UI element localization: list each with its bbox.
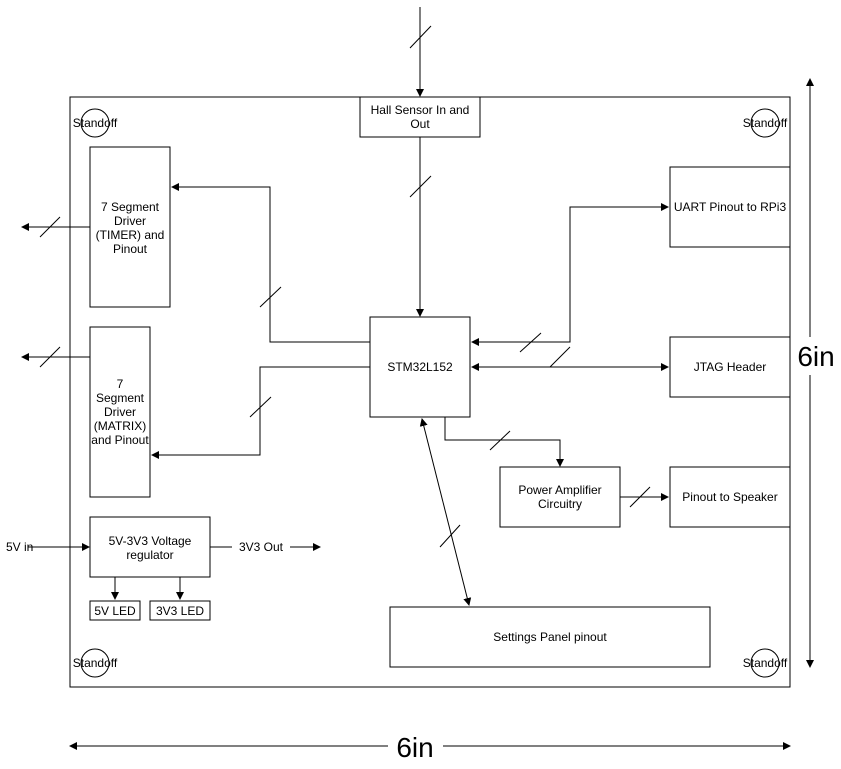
svg-text:Standoff: Standoff — [743, 116, 788, 130]
svg-text:Driver: Driver — [114, 214, 146, 228]
seven-segment-timer-block: 7 Segment Driver (TIMER) and Pinout — [89, 146, 171, 308]
power-in-label: 5V in — [6, 540, 33, 554]
svg-text:3V3 LED: 3V3 LED — [156, 604, 204, 618]
svg-text:Driver: Driver — [104, 405, 136, 419]
svg-text:and Pinout: and Pinout — [91, 433, 149, 447]
speaker-block: Pinout to Speaker — [669, 466, 791, 528]
svg-text:regulator: regulator — [126, 548, 173, 562]
svg-text:5V LED: 5V LED — [94, 604, 136, 618]
height-label: 6in — [797, 341, 834, 372]
svg-text:5V-3V3 Voltage: 5V-3V3 Voltage — [109, 534, 192, 548]
svg-text:7 Segment: 7 Segment — [101, 200, 160, 214]
svg-text:Hall Sensor In and: Hall Sensor In and — [371, 103, 470, 117]
svg-text:Standoff: Standoff — [73, 656, 118, 670]
svg-text:Standoff: Standoff — [743, 656, 788, 670]
svg-text:UART Pinout to RPi3: UART Pinout to RPi3 — [674, 200, 787, 214]
svg-text:Circuitry: Circuitry — [538, 497, 582, 511]
uart-block: UART Pinout to RPi3 — [669, 166, 791, 248]
width-label: 6in — [396, 732, 433, 763]
width-dimension: 6in — [69, 730, 791, 764]
svg-text:JTAG Header: JTAG Header — [694, 360, 766, 374]
svg-text:7: 7 — [117, 377, 124, 391]
jtag-block: JTAG Header — [669, 336, 791, 398]
led-5v-block: 5V LED — [89, 600, 141, 621]
connections — [21, 7, 669, 606]
svg-text:Segment: Segment — [96, 391, 145, 405]
hall-sensor-block: Hall Sensor In and Out — [359, 96, 481, 138]
seven-segment-matrix-block: 7 Segment Driver (MATRIX) and Pinout — [89, 326, 151, 498]
standoff-bottom-left: Standoff — [73, 648, 118, 678]
standoff-top-left: Standoff — [73, 108, 118, 138]
svg-text:Out: Out — [410, 117, 430, 131]
power-out-label: 3V3 Out — [239, 540, 284, 554]
standoff-bottom-right: Standoff — [743, 648, 788, 678]
svg-text:Pinout to Speaker: Pinout to Speaker — [682, 490, 777, 504]
height-dimension: 6in — [793, 78, 838, 668]
svg-text:Pinout: Pinout — [113, 242, 148, 256]
power-amplifier-block: Power Amplifier Circuitry — [499, 466, 621, 528]
regulator-block: 5V-3V3 Voltage regulator — [89, 516, 211, 578]
led-3v3-block: 3V3 LED — [149, 600, 211, 621]
svg-text:Settings Panel pinout: Settings Panel pinout — [493, 630, 607, 644]
standoff-top-right: Standoff — [743, 108, 788, 138]
svg-text:(TIMER) and: (TIMER) and — [96, 228, 165, 242]
settings-panel-block: Settings Panel pinout — [389, 606, 711, 668]
mcu-block: STM32L152 — [369, 316, 471, 418]
svg-text:(MATRIX): (MATRIX) — [94, 419, 146, 433]
svg-text:Standoff: Standoff — [73, 116, 118, 130]
svg-text:Power Amplifier: Power Amplifier — [518, 483, 601, 497]
svg-text:STM32L152: STM32L152 — [387, 360, 453, 374]
